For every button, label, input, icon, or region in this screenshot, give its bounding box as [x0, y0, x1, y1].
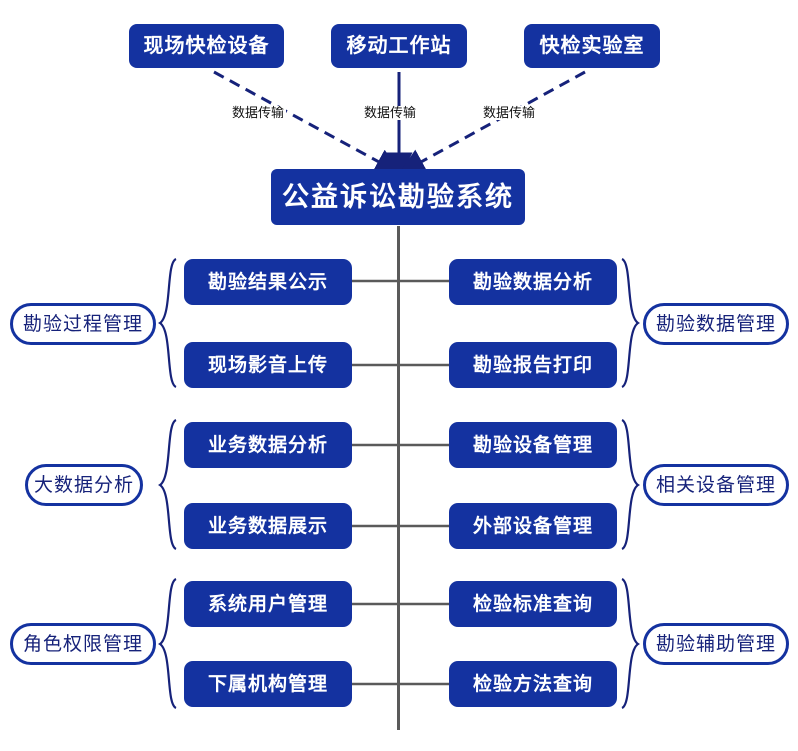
group-2-left-item-2-label: 业务数据展示 [207, 515, 328, 537]
group-3-right-item-1[interactable]: 检验标准查询 [449, 581, 617, 627]
source-node-3[interactable]: 快检实验室 [524, 24, 660, 68]
source-node-1[interactable]: 现场快检设备 [129, 24, 284, 68]
group-3-left-item-1[interactable]: 系统用户管理 [184, 581, 352, 627]
brace-left-3 [158, 577, 177, 710]
edge-label-1: 数据传输 [230, 105, 287, 121]
group-1-left-item-1-label: 勘验结果公示 [207, 271, 328, 293]
group-1-left-pill[interactable]: 勘验过程管理 [10, 303, 156, 345]
group-2-right-item-2[interactable]: 外部设备管理 [449, 503, 617, 549]
group-2-right-item-1-label: 勘验设备管理 [472, 434, 593, 456]
group-1-left-item-2[interactable]: 现场影音上传 [184, 342, 352, 388]
group-2-right-item-1[interactable]: 勘验设备管理 [449, 422, 617, 468]
group-3-left-pill[interactable]: 角色权限管理 [10, 623, 156, 665]
group-1-left-item-1[interactable]: 勘验结果公示 [184, 259, 352, 305]
group-3-left-item-2[interactable]: 下属机构管理 [184, 661, 352, 707]
group-3-left-item-2-label: 下属机构管理 [207, 673, 328, 695]
edge-label-3: 数据传输 [481, 105, 538, 121]
group-1-left-item-2-label: 现场影音上传 [207, 354, 328, 376]
group-2-left-pill[interactable]: 大数据分析 [25, 464, 143, 506]
brace-right-3 [621, 577, 640, 710]
group-2-right-pill-label: 相关设备管理 [655, 474, 776, 496]
group-3-right-pill-label: 勘验辅助管理 [655, 633, 776, 655]
brace-left-2 [158, 418, 177, 551]
group-3-right-item-2-label: 检验方法查询 [472, 673, 593, 695]
brace-right-2 [621, 418, 640, 551]
source-node-2-label: 移动工作站 [346, 35, 452, 57]
group-2-left-pill-label: 大数据分析 [33, 474, 134, 496]
group-1-right-pill-label: 勘验数据管理 [655, 313, 776, 335]
group-3-right-item-1-label: 检验标准查询 [472, 593, 593, 615]
group-1-left-pill-label: 勘验过程管理 [22, 313, 143, 335]
group-3-left-pill-label: 角色权限管理 [22, 633, 143, 655]
group-1-right-item-1-label: 勘验数据分析 [472, 271, 593, 293]
hub-node[interactable]: 公益诉讼勘验系统 [271, 169, 525, 225]
group-1-right-item-2[interactable]: 勘验报告打印 [449, 342, 617, 388]
brace-right-1 [621, 257, 640, 389]
source-node-2[interactable]: 移动工作站 [331, 24, 467, 68]
group-3-right-item-2[interactable]: 检验方法查询 [449, 661, 617, 707]
group-2-left-item-1-label: 业务数据分析 [207, 434, 328, 456]
source-node-1-label: 现场快检设备 [143, 35, 270, 57]
group-2-right-item-2-label: 外部设备管理 [472, 515, 593, 537]
source-node-3-label: 快检实验室 [539, 35, 645, 57]
brace-left-1 [158, 257, 177, 389]
group-2-right-pill[interactable]: 相关设备管理 [643, 464, 789, 506]
group-1-right-pill[interactable]: 勘验数据管理 [643, 303, 789, 345]
group-1-right-item-2-label: 勘验报告打印 [472, 354, 593, 376]
group-3-right-pill[interactable]: 勘验辅助管理 [643, 623, 789, 665]
group-3-left-item-1-label: 系统用户管理 [207, 593, 328, 615]
hub-node-label: 公益诉讼勘验系统 [282, 181, 514, 212]
group-1-right-item-1[interactable]: 勘验数据分析 [449, 259, 617, 305]
edge-label-2: 数据传输 [362, 105, 419, 121]
group-2-left-item-2[interactable]: 业务数据展示 [184, 503, 352, 549]
group-2-left-item-1[interactable]: 业务数据分析 [184, 422, 352, 468]
